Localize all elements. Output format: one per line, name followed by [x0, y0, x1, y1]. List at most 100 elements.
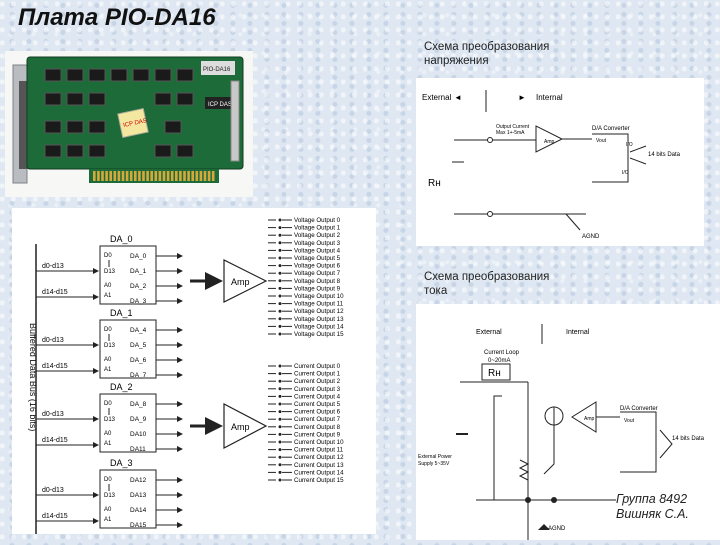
- voltage-output-label: Voltage Output 5: [294, 255, 341, 262]
- pcb-chip: [176, 92, 194, 106]
- emitter-wire: [543, 425, 555, 475]
- pcb-chip: [88, 68, 106, 82]
- chip-name: DA_0: [110, 234, 133, 244]
- pci-finger: [175, 171, 178, 181]
- converter-box: [620, 411, 657, 473]
- pci-finger: [187, 171, 190, 181]
- bits-label: 14 bits Data: [648, 152, 681, 158]
- output-node: [278, 440, 282, 444]
- caption-current: Схема преобразования тока: [424, 270, 549, 298]
- brand-chip: [205, 97, 235, 109]
- author-line: Группа 8492: [616, 492, 688, 506]
- output-label: Output Current: [496, 124, 530, 130]
- current-output-label: Current Output 14: [294, 469, 344, 476]
- converter-label: D/A Converter: [620, 406, 658, 412]
- chip-pin-label: A0: [104, 431, 112, 437]
- pci-card-illustration: ICP DAS PIO-DA16 ICP DAS: [5, 51, 253, 197]
- ground-icon: [538, 524, 550, 530]
- output-node: [278, 302, 282, 306]
- bus-label: Buffered Data Bus (16 bits): [28, 323, 38, 431]
- pcb-chip: [88, 144, 106, 158]
- output-node: [278, 379, 282, 383]
- output-node: [278, 332, 282, 336]
- chip-output-label: DA10: [130, 431, 147, 438]
- pci-finger: [150, 171, 153, 181]
- voltage-output-label: Voltage Output 9: [294, 285, 341, 292]
- current-circuit: External Internal Current Loop 0~20mA Rн…: [416, 304, 720, 540]
- bus-group-label: d14-d15: [42, 289, 68, 296]
- dac-chip-box: [99, 245, 157, 305]
- output-node: [278, 478, 282, 482]
- voltage-circuit: External ◄ ► Internal Output Current Max…: [416, 78, 704, 246]
- pcb-model-text: PIO-DA16: [203, 67, 231, 73]
- chip-pin-label: A0: [104, 283, 112, 289]
- current-output-label: Current Output 0: [294, 363, 341, 370]
- voltage-output-label: Voltage Output 1: [294, 225, 341, 232]
- bus-group-label: d14-d15: [42, 437, 68, 444]
- bus-group-label: d0-d13: [42, 487, 64, 494]
- caption-line: тока: [424, 285, 448, 297]
- pcb-chip: [154, 68, 172, 82]
- pci-finger: [191, 171, 194, 181]
- chip-output-label: DA_2: [130, 283, 147, 290]
- chip-output-label: DA13: [130, 492, 147, 499]
- io-label-2: I/O: [622, 170, 629, 176]
- pcb-chip: [66, 92, 84, 106]
- bits-label: 14 bits Data: [672, 436, 705, 442]
- output-node: [278, 294, 282, 298]
- output-node: [278, 324, 282, 328]
- pcb-chip: [176, 144, 194, 158]
- pci-finger: [203, 171, 207, 181]
- chip-output-label: DA11: [130, 446, 146, 453]
- pci-finger: [211, 171, 215, 181]
- chip-pin-label: D0: [104, 477, 112, 483]
- chip-output-label: DA12: [130, 477, 147, 484]
- output-node: [278, 410, 282, 414]
- pcb-chip: [88, 92, 106, 106]
- pci-finger: [158, 171, 162, 181]
- current-output-label: Current Output 7: [294, 416, 341, 423]
- chip-name: DA_1: [110, 308, 133, 318]
- current-output-label: Current Output 3: [294, 386, 341, 393]
- bus-group-label: d0-d13: [42, 337, 64, 344]
- pcb-chip: [44, 120, 62, 134]
- current-output-label: Current Output 11: [294, 447, 344, 454]
- chip-name: DA_2: [110, 382, 133, 392]
- node-dot: [551, 497, 557, 503]
- current-output-label: Current Output 5: [294, 401, 341, 408]
- chip-output-label: DA_6: [130, 357, 147, 364]
- caption-line: напряжения: [424, 55, 489, 67]
- pcb-chip: [66, 68, 84, 82]
- block-diagram-svg: Buffered Data Bus (16 bits) d0-d13 d14-d1…: [28, 217, 344, 534]
- agnd-label: AGND: [548, 526, 566, 532]
- chip-output-label: DA_7: [130, 372, 147, 379]
- output-node: [278, 372, 282, 376]
- pci-finger: [101, 171, 104, 181]
- current-output-label: Current Output 1: [294, 371, 341, 378]
- terminal-node: [487, 211, 493, 217]
- chip-output-label: DA_1: [130, 268, 147, 275]
- output-node: [278, 309, 282, 313]
- output-node: [278, 455, 282, 459]
- pcb-chip: [154, 92, 172, 106]
- bits-arrow: [629, 145, 647, 165]
- pci-finger: [134, 171, 137, 181]
- output-node: [278, 241, 282, 245]
- voltage-output-label: Voltage Output 11: [294, 301, 344, 308]
- pcb-chip: [66, 120, 84, 134]
- current-amp-label: Amp: [231, 422, 250, 432]
- board-photo: ICP DAS PIO-DA16 ICP DAS: [5, 51, 253, 197]
- output-node: [278, 470, 282, 474]
- current-output-label: Current Output 6: [294, 409, 341, 416]
- voltage-output-label: Voltage Output 10: [294, 293, 344, 300]
- output-node: [278, 425, 282, 429]
- rh-label: Rн: [428, 178, 441, 189]
- chip-name: DA_3: [110, 458, 133, 468]
- chip-pin-label: A1: [104, 517, 112, 523]
- chip-pin-label: A0: [104, 357, 112, 363]
- voltage-output-label: Voltage Output 7: [294, 270, 341, 277]
- bus-group-label: d0-d13: [42, 411, 64, 418]
- left-wire: [493, 395, 502, 500]
- pci-finger: [199, 171, 203, 181]
- pci-finger: [109, 171, 112, 181]
